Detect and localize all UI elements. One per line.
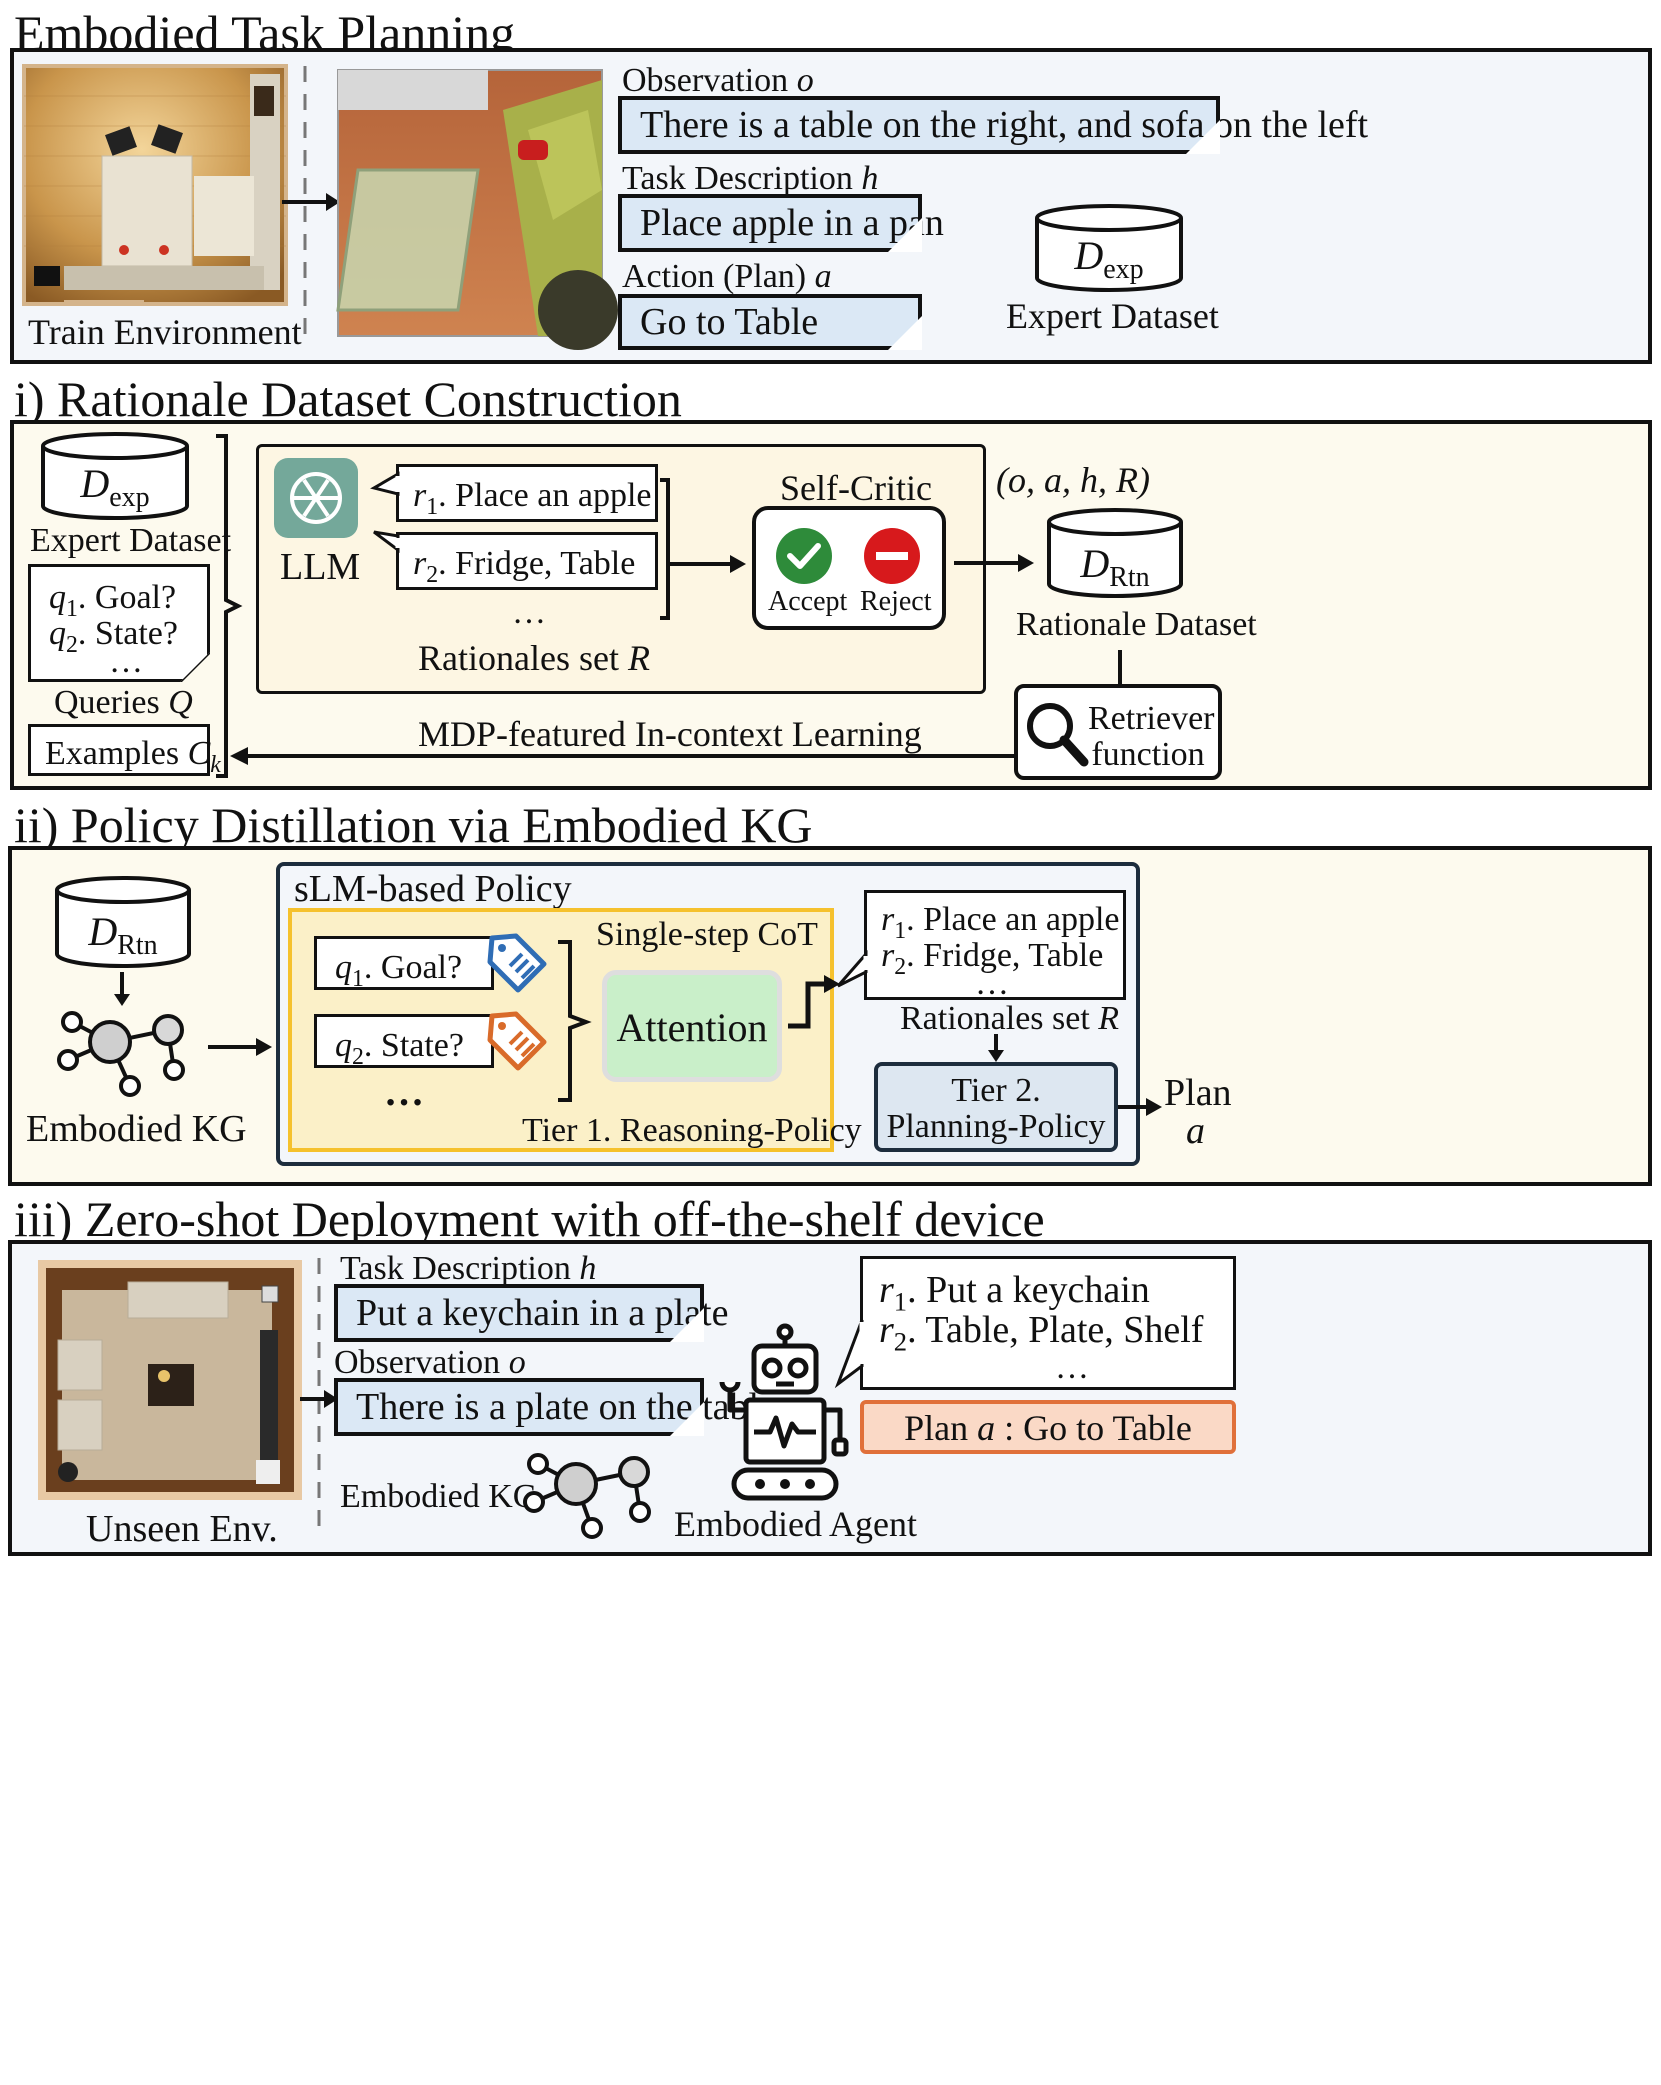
rationale-bubble-2: r2. Fridge, Table (396, 532, 658, 590)
magnifier-icon (1027, 703, 1089, 767)
bubble-1-tail (370, 471, 401, 496)
expert-dataset-label: Expert Dataset (1006, 296, 1219, 336)
queries-note: q1. Goal? q2. State? … (28, 564, 210, 682)
section-title-distill: ii) Policy Distillation via Embodied KG (14, 797, 813, 853)
icl-arrow (230, 747, 1016, 765)
examples-box: Examples Ck (28, 724, 221, 777)
deploy-rationale-bubble: r1. Put a keychain r2. Table, Plate, She… (860, 1256, 1236, 1390)
distill-bubble-tail (836, 950, 869, 988)
expert-dataset-cylinder (1035, 204, 1183, 292)
section-title-deploy: iii) Zero-shot Deployment with off-the-s… (14, 1191, 1045, 1247)
deploy-observation-note: There is a plate on the table (334, 1378, 776, 1436)
distill-rationales-set-label: Rationales set R (900, 1000, 1120, 1037)
rationale-dataset-cylinder (1047, 508, 1183, 598)
orange-tag-icon (487, 1011, 547, 1071)
distill-rationale-bubble: r1. Place an apple r2. Fridge, Table … (864, 890, 1126, 1001)
tier2-label-line1: Tier 2. (951, 1072, 1041, 1109)
rationale-right-brace (660, 478, 746, 620)
deploy-knowledge-graph-icon (523, 1453, 651, 1539)
critic-to-dataset-arrow (954, 554, 1034, 572)
rationale-ellipsis: … (512, 594, 546, 631)
train-environment-image (22, 64, 288, 306)
observation-label: Observation o (622, 62, 814, 99)
rationales-set-label: Rationales set R (418, 638, 650, 678)
distill-rtn-symbol: DRtn (88, 909, 158, 961)
planning-divider (303, 66, 307, 342)
rationale-expert-cylinder (41, 432, 189, 520)
embodied-agent-label: Embodied Agent (674, 1504, 917, 1544)
distill-rtn-cylinder (55, 876, 191, 968)
action-label: Action (Plan) a (622, 258, 832, 295)
llm-icon (274, 458, 358, 538)
tuple-label: (o, a, h, R) (996, 460, 1150, 500)
reject-icon (864, 528, 920, 584)
kg-to-policy-arrow (208, 1038, 272, 1056)
deploy-kg-label: Embodied KG (340, 1478, 538, 1515)
slm-policy-title: sLM-based Policy (294, 868, 572, 910)
task-description-note: Place apple in a pan (618, 194, 944, 252)
rationale-bubble-1: r1. Place an apple (396, 464, 658, 522)
section-title-rationale: i) Rationale Dataset Construction (14, 371, 682, 427)
icl-label: MDP-featured In-context Learning (418, 714, 922, 754)
deploy-divider (317, 1258, 321, 1534)
distill-query-ellipsis: … (384, 1069, 424, 1114)
deploy-plan-label: Plan a : Go to Table (904, 1408, 1192, 1448)
knowledge-graph-icon (57, 1011, 185, 1097)
bubble-2-tail (373, 530, 401, 553)
attention-to-rationale-arrow (788, 975, 840, 1029)
deploy-observation-label: Observation o (334, 1344, 526, 1381)
rationale-to-tier2-arrow (988, 1034, 1004, 1062)
distill-plan-var: a (1186, 1110, 1205, 1152)
tier2-label-line2: Planning-Policy (886, 1108, 1106, 1145)
rationale-dataset-label: Rationale Dataset (1016, 606, 1257, 643)
queries-fold (180, 652, 210, 682)
deploy-arrow (300, 1390, 338, 1408)
deploy-task-label: Task Description h (340, 1250, 597, 1287)
rtn-to-kg-arrow (114, 972, 130, 1006)
self-critic-label: Self-Critic (780, 468, 932, 508)
attention-label: Attention (616, 1005, 768, 1050)
distill-query-1: q1. Goal? (314, 936, 494, 991)
unseen-environment-image (38, 1260, 302, 1500)
attention-box (602, 970, 782, 1082)
blue-tag-icon (487, 933, 547, 993)
reject-label: Reject (860, 586, 932, 617)
rationale-expert-label: Expert Dataset (30, 522, 232, 559)
accept-icon (776, 528, 832, 584)
planning-arrow (282, 193, 340, 211)
dataset-retriever-connector (1118, 650, 1122, 686)
distill-plan-label: Plan (1164, 1072, 1232, 1114)
queries-label: Queries Q (54, 684, 193, 721)
llm-label: LLM (280, 546, 361, 588)
tier1-label: Tier 1. Reasoning-Policy (522, 1112, 862, 1149)
robot-icon (719, 1323, 849, 1501)
tier2-to-plan-arrow (1118, 1098, 1162, 1116)
egocentric-view-image (336, 69, 618, 350)
train-environment-label: Train Environment (28, 312, 302, 352)
tier1-brace (558, 940, 592, 1102)
tier2-box (874, 1062, 1118, 1152)
distill-kg-label: Embodied KG (26, 1108, 247, 1150)
retriever-label-line1: Retriever (1088, 700, 1215, 737)
deploy-bubble-tail (834, 1319, 865, 1389)
deploy-task-note: Put a keychain in a plate (334, 1284, 729, 1342)
distill-query-2: q2. State? (314, 1014, 494, 1069)
observation-note: There is a table on the right, and sofa … (618, 96, 1368, 154)
task-description-label: Task Description h (622, 160, 879, 197)
action-note: Go to Table (618, 294, 922, 350)
unseen-env-label: Unseen Env. (86, 1508, 278, 1550)
rationale-dataset-symbol: DRtn (1080, 541, 1150, 593)
cot-label: Single-step CoT (596, 916, 818, 953)
retriever-label-line2: function (1091, 736, 1205, 773)
deploy-plan-box (860, 1400, 1236, 1454)
expert-dataset-symbol: Dexp (1074, 233, 1144, 285)
accept-label: Accept (768, 586, 848, 617)
rationale-expert-symbol: Dexp (80, 461, 150, 513)
rationale-left-brace (216, 434, 243, 778)
